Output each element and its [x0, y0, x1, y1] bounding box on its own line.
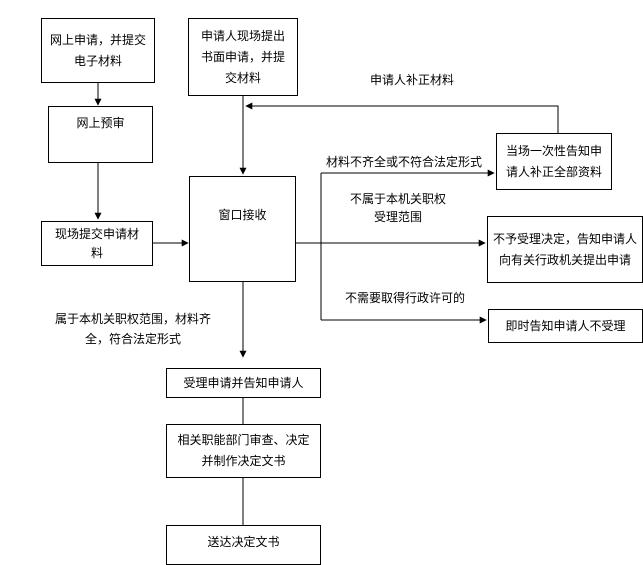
immediate-reject-box: 即时告知申请人不受理: [488, 309, 643, 343]
label-out-scope-line-1: 不属于本机关职权: [350, 192, 447, 206]
deliver-docs-label: 送达决定文书: [207, 535, 280, 549]
reject-decision-box: 不予受理决定，告知申请人 向有关行政机关提出申请: [487, 216, 643, 283]
label-out-scope: 不属于本机关职权 受理范围: [350, 190, 446, 226]
reject-decision-line-1: 不予受理决定，告知申请人: [492, 231, 637, 246]
onsite-written-line-1: 申请人现场提出: [200, 28, 285, 43]
reject-decision-line-2: 向有关行政机关提出申请: [498, 252, 631, 267]
onsite-written-box: 申请人现场提出 书面申请，并提 交材料: [188, 18, 298, 96]
arrow-supplement-return: [245, 102, 559, 133]
online-precheck-label: 网上预审: [76, 116, 125, 130]
onsite-submit-line-1: 现场提交申请材: [54, 226, 139, 241]
notify-all-box: 当场一次性告知申 请人补正全部资料: [496, 133, 612, 190]
notify-all-line-2: 请人补正全部资料: [505, 164, 602, 179]
onsite-written-line-2: 书面申请，并提: [200, 49, 285, 64]
online-precheck-box: 网上预审: [48, 106, 153, 163]
accept-notify-label: 受理申请并告知申请人: [183, 375, 304, 390]
label-in-scope-line-1: 属于本机关职权范围，材料齐: [55, 312, 212, 326]
label-supplement: 申请人补正材料: [370, 73, 455, 87]
notify-all-line-1: 当场一次性告知申: [505, 143, 602, 158]
online-apply-box: 网上申请，并提交 电子材料: [41, 18, 155, 83]
deliver-docs-box: 送达决定文书: [166, 525, 321, 565]
onsite-submit-line-2: 料: [90, 245, 103, 260]
label-in-scope-line-2: 全，符合法定形式: [85, 332, 182, 346]
onsite-submit-box: 现场提交申请材 料: [41, 221, 153, 266]
online-apply-line-2: 电子材料: [73, 53, 122, 68]
label-out-scope-line-2: 受理范围: [374, 210, 423, 224]
label-no-permit: 不需要取得行政许可的: [345, 291, 466, 305]
immediate-reject-label: 即时告知申请人不受理: [505, 318, 626, 333]
dept-review-box: 相关职能部门审查、决定 并制作决定文书: [166, 424, 321, 478]
accept-notify-box: 受理申请并告知申请人: [166, 368, 321, 398]
window-receive-label: 窗口接收: [218, 208, 267, 222]
dept-review-line-1: 相关职能部门审查、决定: [177, 433, 310, 447]
onsite-written-line-3: 交材料: [224, 70, 261, 85]
dept-review-line-2: 并制作决定文书: [201, 454, 286, 468]
label-incomplete: 材料不齐全或不符合法定形式: [326, 155, 483, 169]
window-receive-box: 窗口接收: [189, 176, 296, 282]
online-apply-line-1: 网上申请，并提交: [49, 32, 146, 47]
label-in-scope: 属于本机关职权范围，材料齐 全，符合法定形式: [55, 309, 211, 349]
